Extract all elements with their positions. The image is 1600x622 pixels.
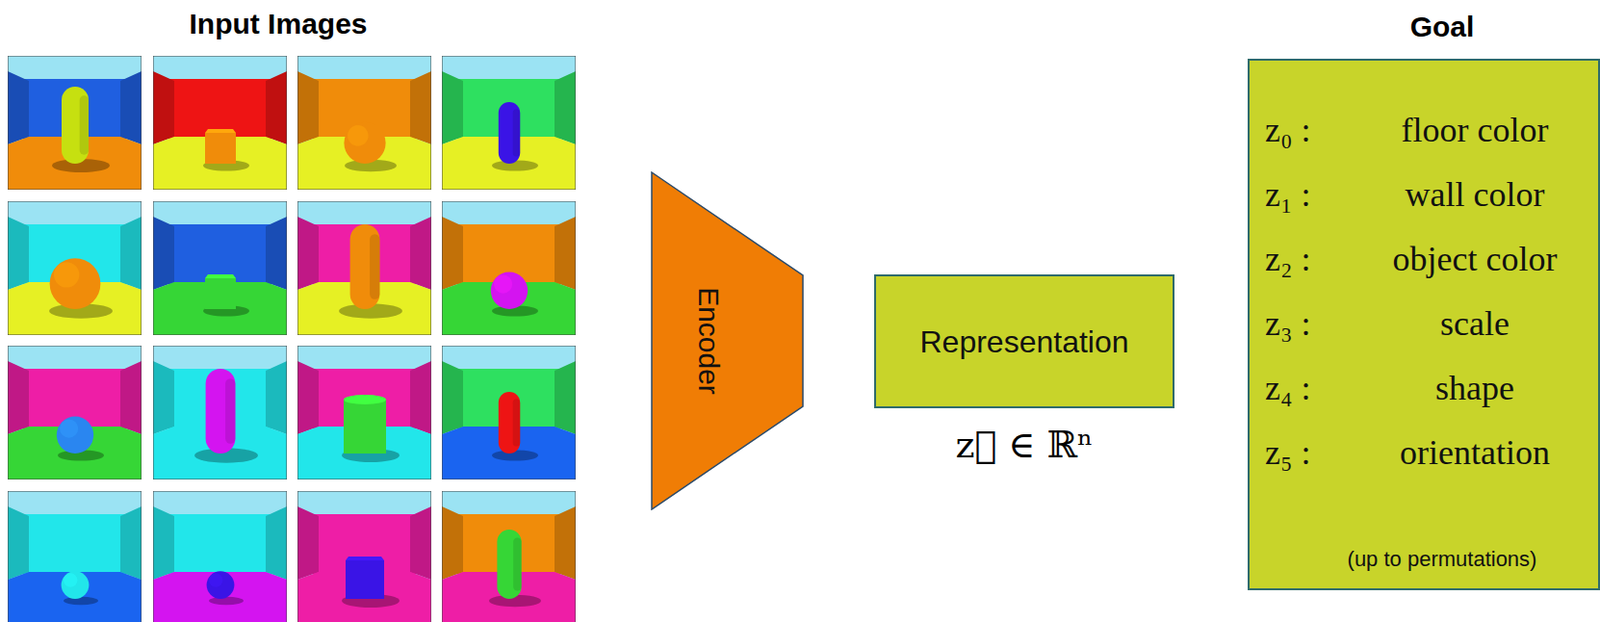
scene-image: [441, 490, 576, 622]
latent-variable: z₂ :: [1264, 238, 1312, 280]
scene-image: [153, 345, 287, 480]
latent-variable: z₅ :: [1264, 432, 1312, 473]
factor-name: scale: [1440, 303, 1510, 344]
scene-image: [297, 345, 432, 480]
scene-image: [297, 490, 432, 622]
scene-image: [7, 201, 142, 336]
representation-label: Representation: [919, 323, 1129, 360]
factor-name: shape: [1435, 367, 1515, 409]
latent-variable: z₁ :: [1264, 174, 1312, 215]
scene-image: [153, 55, 287, 190]
goal-note: (up to permutations): [1347, 546, 1538, 572]
scene-image: [441, 55, 576, 190]
representation-box: Representation: [874, 274, 1175, 409]
latent-variable: z₃ :: [1264, 303, 1312, 344]
factor-name: orientation: [1399, 432, 1550, 473]
factor-name: floor color: [1401, 109, 1549, 151]
scene-image: [441, 345, 576, 480]
factor-name: wall color: [1405, 174, 1546, 215]
scene-image: [297, 55, 432, 190]
goal-heading: Goal: [1410, 10, 1475, 44]
section-heading: Input Images: [188, 7, 367, 41]
latent-variable: z₀ :: [1264, 109, 1312, 151]
latent-variable: z₄ :: [1264, 367, 1312, 409]
factor-name: object color: [1393, 238, 1558, 280]
encoder-shape: [650, 171, 804, 511]
scene-image: [7, 345, 142, 480]
encoder-label: Encoder: [692, 286, 725, 395]
scene-image: [7, 55, 142, 190]
scene-image: [153, 490, 287, 622]
scene-image: [153, 201, 287, 336]
scene-image: [441, 201, 576, 336]
representation-space: z⃗ ∈ ℝⁿ: [954, 423, 1093, 466]
scene-image: [297, 201, 432, 336]
goal-box: Goalz₀ :floor colorz₁ :wall colorz₂ :obj…: [1247, 58, 1600, 591]
encoder-trapezoid: Encoder: [650, 171, 804, 511]
scene-image: [7, 490, 142, 622]
